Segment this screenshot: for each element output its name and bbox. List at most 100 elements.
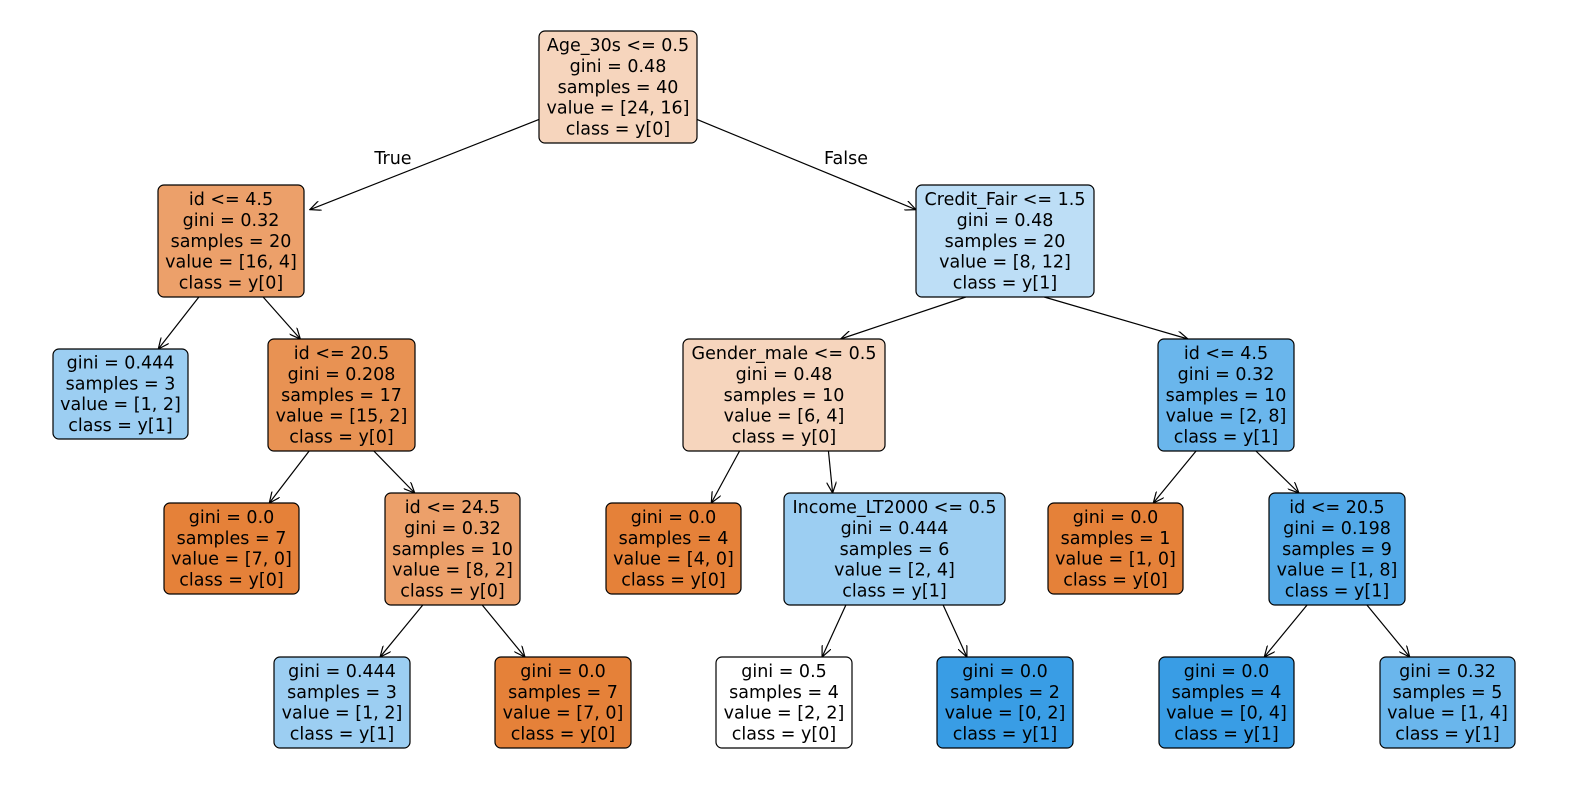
node-text-line: class = y[1]	[1174, 725, 1278, 745]
node-text-line: gini = 0.32	[183, 211, 280, 231]
node-text-line: id <= 24.5	[405, 498, 500, 518]
node-text-line: samples = 3	[66, 374, 176, 394]
node-text-line: value = [2, 8]	[1166, 407, 1287, 427]
node-text-line: class = y[0]	[732, 427, 836, 447]
node-box	[915, 184, 1095, 298]
node-text-line: samples = 10	[392, 540, 513, 560]
node-text-line: class = y[0]	[400, 581, 504, 601]
node-text-line: value = [8, 2]	[392, 561, 513, 581]
node-text-line: value = [6, 4]	[724, 407, 845, 427]
node-text-line: value = [1, 0]	[1055, 550, 1176, 570]
node-text-line: gini = 0.208	[288, 365, 396, 385]
node-text-line: class = y[1]	[1174, 427, 1278, 447]
node-text-line: samples = 4	[619, 529, 729, 549]
node-box	[52, 348, 189, 440]
node-box	[1157, 338, 1295, 452]
node-text-line: gini = 0.32	[404, 519, 501, 539]
node-text-line: samples = 20	[171, 232, 292, 252]
node-text-line: value = [1, 8]	[1277, 561, 1398, 581]
edge-arrow	[1264, 604, 1308, 657]
node-text-line: class = y[1]	[68, 416, 172, 436]
node-text-line: gini = 0.0	[631, 508, 717, 528]
node-text-line: gini = 0.32	[1399, 662, 1496, 682]
node-box	[538, 30, 698, 144]
node-box	[715, 656, 853, 749]
node-box	[273, 656, 411, 749]
node-text-line: id <= 4.5	[189, 190, 273, 210]
node-box	[267, 338, 416, 452]
node-box	[1047, 502, 1184, 595]
node-text-line: samples = 7	[177, 529, 287, 549]
node-text-line: gini = 0.48	[570, 57, 667, 77]
node-text-line: Gender_male <= 0.5	[692, 344, 877, 364]
edge-arrow	[696, 118, 916, 209]
node-box	[494, 656, 632, 749]
edge-arrow	[262, 296, 300, 339]
edge-arrow	[1366, 604, 1410, 657]
node-text-line: class = y[0]	[732, 725, 836, 745]
node-text-line: gini = 0.444	[841, 519, 949, 539]
node-text-line: Age_30s <= 0.5	[547, 36, 689, 56]
node-text-line: gini = 0.32	[1178, 365, 1275, 385]
node-text-line: class = y[0]	[1063, 571, 1167, 591]
edge-arrow	[828, 450, 832, 493]
edge-labels-layer: True False	[373, 149, 868, 169]
node-text-line: value = [2, 2]	[724, 704, 845, 724]
node-text-line: gini = 0.5	[741, 662, 827, 682]
edge-arrow	[1255, 450, 1299, 493]
node-text-line: class = y[0]	[179, 571, 283, 591]
node-text-line: class = y[1]	[953, 725, 1057, 745]
node-box	[1158, 656, 1295, 749]
node-text-line: class = y[0]	[289, 427, 393, 447]
node-text-line: value = [1, 2]	[60, 395, 181, 415]
edge-arrow	[711, 450, 741, 503]
node-text-line: value = [7, 0]	[171, 550, 292, 570]
node-text-line: id <= 20.5	[294, 344, 389, 364]
node-text-line: samples = 4	[729, 683, 839, 703]
node-text-line: samples = 40	[558, 78, 679, 98]
node-text-line: value = [1, 4]	[1387, 704, 1508, 724]
node-box	[682, 338, 886, 452]
node-text-line: id <= 4.5	[1184, 344, 1268, 364]
node-text-line: gini = 0.198	[1283, 519, 1391, 539]
edge-label-true: True	[373, 149, 411, 169]
node-text-line: value = [0, 2]	[945, 704, 1066, 724]
node-box	[163, 502, 300, 595]
edges-layer	[158, 118, 1410, 657]
edge-arrow	[310, 118, 540, 209]
node-box	[1268, 492, 1406, 606]
node-text-line: gini = 0.444	[288, 662, 396, 682]
edge-arrow	[373, 450, 415, 493]
edge-label-false: False	[824, 149, 868, 169]
node-text-line: gini = 0.0	[520, 662, 606, 682]
edge-arrow	[1153, 450, 1197, 503]
node-text-line: value = [1, 2]	[282, 704, 403, 724]
node-text-line: samples = 9	[1282, 540, 1392, 560]
node-text-line: class = y[0]	[621, 571, 725, 591]
edge-arrow	[841, 296, 967, 339]
node-text-line: class = y[1]	[1395, 725, 1499, 745]
edge-arrow	[158, 296, 200, 349]
node-text-line: class = y[1]	[290, 725, 394, 745]
edge-arrow	[1043, 296, 1188, 339]
node-text-line: samples = 3	[287, 683, 397, 703]
edge-arrow	[481, 604, 525, 657]
node-text-line: class = y[1]	[953, 273, 1057, 293]
